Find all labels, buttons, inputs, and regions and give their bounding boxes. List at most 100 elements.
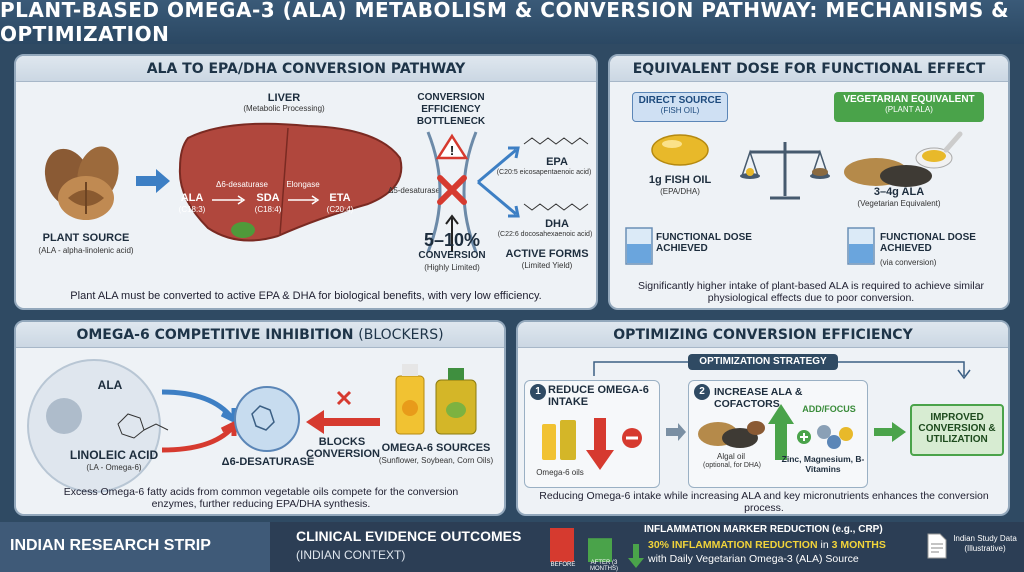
omega6-caption: Excess Omega-6 fatty acids from common v…	[63, 486, 459, 510]
bottleneck-icon: !	[426, 131, 478, 253]
cofactors-label: Zinc, Magnesium, B-Vitamins	[781, 454, 865, 474]
pathway-caption: Plant ALA must be converted to active EP…	[70, 290, 542, 302]
pathway-panel-title: ALA TO EPA/DHA CONVERSION PATHWAY	[16, 56, 596, 82]
down-arrow-icon	[628, 544, 644, 568]
veg-equivalent-label: VEGETARIAN EQUIVALENT	[843, 94, 975, 105]
cell-icon	[27, 359, 161, 493]
enzyme-icon	[234, 386, 300, 452]
la-label: LINOLEIC ACID	[69, 448, 159, 462]
reduce-icon	[542, 418, 642, 470]
footer-strip: INDIAN RESEARCH STRIP CLINICAL EVIDENCE …	[0, 522, 1024, 572]
omega6-title-paren: (BLOCKERS)	[358, 327, 444, 343]
minerals-icon	[797, 425, 853, 449]
bottleneck-label: CONVERSION EFFICIENCY BOTTLENECK	[416, 92, 486, 127]
veg-equivalent-sub: (PLANT ALA)	[885, 105, 933, 114]
direct-source-sub: (FISH OIL)	[660, 106, 700, 115]
step1-sub: Omega-6 oils	[536, 468, 584, 477]
conversion-sub: (Highly Limited)	[424, 263, 480, 272]
ala-label: ALA	[180, 192, 204, 204]
la-molecule-icon	[117, 413, 169, 439]
result-detail: with Daily Vegetarian Omega-3 (ALA) Sour…	[648, 553, 859, 565]
seeds-icon	[698, 421, 765, 448]
optimize-panel-title: OPTIMIZING CONVERSION EFFICIENCY	[518, 322, 1008, 348]
clinical-label: CLINICAL EVIDENCE OUTCOMES	[296, 528, 522, 544]
algal-sub: (optional, for DHA)	[703, 462, 761, 469]
conversion-percent: 5–10%	[423, 230, 481, 250]
result-months: 3 MONTHS	[831, 539, 886, 551]
active-forms-label: ACTIVE FORMS	[505, 248, 589, 260]
d5-desaturase-label: Δ5-desaturase	[387, 186, 441, 195]
plant-source-sub: (ALA - alpha-linolenic acid)	[38, 246, 134, 255]
dose-panel: EQUIVALENT DOSE FOR FUNCTIONAL EFFECT DI…	[608, 54, 1010, 310]
ala-amount-label: 3–4g ALA	[873, 186, 925, 198]
sda-label: SDA	[256, 192, 280, 204]
strip-label-box	[0, 522, 270, 572]
clinical-sub: (INDIAN CONTEXT)	[296, 548, 406, 562]
oil-bottles-icon	[395, 364, 477, 435]
sources-sub: (Sunflower, Soybean, Corn Oils)	[378, 456, 494, 465]
direct-source-badge: DIRECT SOURCE (FISH OIL)	[632, 92, 728, 122]
enzyme-label: Δ6-DESATURASE	[221, 456, 315, 468]
add-focus-label: ADD/FOCUS	[802, 404, 856, 414]
plant-source-label: PLANT SOURCE	[42, 232, 130, 244]
result-in: in	[820, 539, 829, 551]
chain-arrows	[212, 195, 320, 205]
omega6-panel: OMEGA-6 COMPETITIVE INHIBITION (BLOCKERS…	[14, 320, 506, 516]
document-icon	[927, 533, 947, 559]
crp-bar-chart	[550, 528, 612, 562]
pathway-panel: ALA TO EPA/DHA CONVERSION PATHWAY PLANT …	[14, 54, 598, 310]
veg-equivalent-badge: VEGETARIAN EQUIVALENT (PLANT ALA)	[834, 92, 984, 122]
beaker-icon-2	[847, 227, 875, 265]
functional-dose-2-sub: (via conversion)	[880, 258, 937, 267]
result-badge: IMPROVED CONVERSION & UTILIZATION	[910, 404, 1004, 456]
bar-before	[550, 528, 574, 562]
bar-after	[588, 538, 612, 562]
header-bar: PLANT-BASED OMEGA-3 (ALA) METABOLISM & C…	[0, 0, 1024, 46]
epa-molecule-icon	[523, 137, 589, 145]
d6-desaturase-label: Δ6-desaturase	[215, 180, 269, 189]
seeds-oil-icon	[844, 131, 963, 187]
source-label: Indian Study Data (Illustrative)	[953, 534, 1017, 553]
direct-source-label: DIRECT SOURCE	[638, 95, 722, 106]
elongase-label: Elongase	[286, 180, 320, 189]
arrow-step-icon	[666, 423, 686, 441]
arrow-result-icon	[874, 422, 906, 442]
page-title: PLANT-BASED OMEGA-3 (ALA) METABOLISM & C…	[0, 0, 1010, 46]
strip-label: INDIAN RESEARCH STRIP	[10, 537, 211, 554]
liver-sub: (Metabolic Processing)	[243, 104, 325, 113]
blocks-label: BLOCKS CONVERSION	[306, 436, 380, 460]
omega6-title-main: OMEGA-6 COMPETITIVE INHIBITION	[76, 327, 354, 343]
result-percent: 30% INFLAMMATION REDUCTION	[648, 539, 818, 551]
arrow-right-icon	[136, 169, 170, 193]
nuts-icon	[44, 146, 119, 220]
scale-icon	[740, 142, 830, 200]
increase-arrow-icon	[768, 404, 794, 460]
eta-sub: (C20:4)	[326, 205, 354, 214]
functional-dose-1: FUNCTIONAL DOSE ACHIEVED	[656, 232, 752, 254]
la-sub: (LA - Omega-6)	[86, 463, 142, 472]
block-arrow-icon	[306, 390, 380, 434]
step1-label: REDUCE OMEGA-6 INTAKE	[548, 384, 649, 408]
branch-arrows	[477, 146, 520, 218]
functional-dose-2: FUNCTIONAL DOSE ACHIEVED	[880, 232, 976, 254]
svg-text:!: !	[450, 143, 454, 158]
dose-panel-title: EQUIVALENT DOSE FOR FUNCTIONAL EFFECT	[610, 56, 1008, 82]
omega6-panel-title: OMEGA-6 COMPETITIVE INHIBITION (BLOCKERS…	[16, 322, 504, 348]
fish-amount-sub: (EPA/DHA)	[660, 187, 700, 196]
optimize-panel: OPTIMIZING CONVERSION EFFICIENCY OPTIMIZ…	[516, 320, 1010, 516]
dha-sub: (C22:6 docosahexaenoic acid)	[497, 231, 593, 238]
marker-label: INFLAMMATION MARKER REDUCTION (e.g., CRP…	[644, 524, 894, 535]
beaker-icon	[625, 227, 653, 265]
step2-number: 2	[694, 384, 710, 400]
ala-amount-sub: (Vegetarian Equivalent)	[857, 199, 941, 208]
bar-before-label: BEFORE	[550, 562, 576, 568]
sda-sub: (C18:4)	[254, 205, 282, 214]
eta-label: ETA	[329, 192, 351, 204]
bar-after-label: AFTER (3 MONTHS)	[590, 560, 618, 572]
optimize-caption: Reducing Omega-6 intake while increasing…	[539, 490, 989, 514]
conversion-label: CONVERSION	[418, 250, 486, 261]
dose-caption: Significantly higher intake of plant-bas…	[637, 280, 985, 304]
result-line: 30% INFLAMMATION REDUCTION in 3 MONTHS	[648, 539, 918, 551]
ala-sub: (C18:3)	[178, 205, 206, 214]
dha-label: DHA	[545, 218, 569, 230]
